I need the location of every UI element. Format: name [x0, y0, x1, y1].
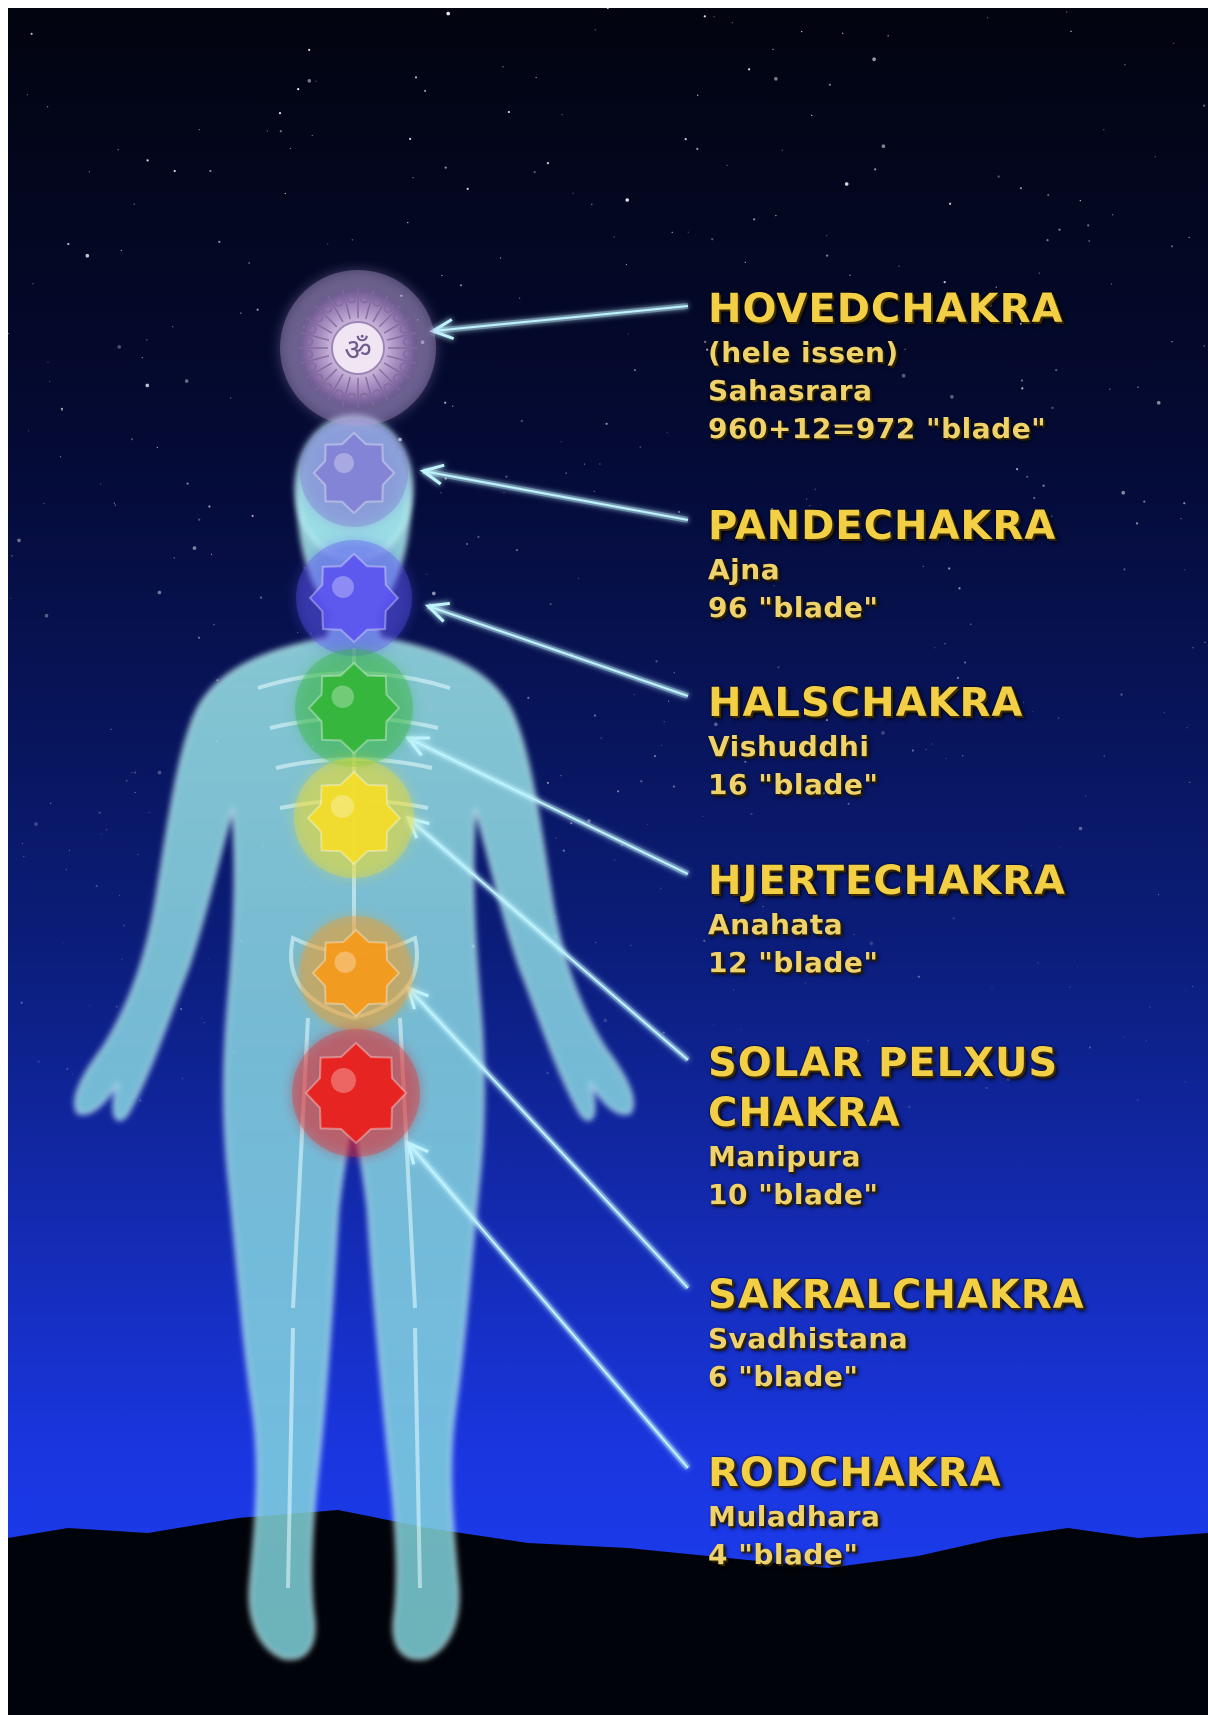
label-root-chakra: RODCHAKRA Muladhara 4 "blade"	[708, 1448, 1002, 1574]
sacral-chakra-gem	[299, 916, 413, 1030]
throat-chakra-gem	[296, 540, 412, 656]
throat-chakra-petals: 16 "blade"	[708, 766, 1023, 804]
label-crown-chakra: HOVEDCHAKRA (hele issen) Sahasrara 960+1…	[708, 284, 1063, 448]
root-chakra-gem	[292, 1029, 420, 1157]
label-sacral-chakra: SAKRALCHAKRA Svadhistana 6 "blade"	[708, 1270, 1085, 1396]
root-chakra-petals: 4 "blade"	[708, 1536, 1002, 1574]
om-icon: ॐ	[344, 333, 371, 368]
crown-chakra-petals: 960+12=972 "blade"	[708, 410, 1063, 448]
brow-chakra-title: PANDECHAKRA	[708, 501, 1056, 551]
heart-chakra-title: HJERTECHAKRA	[708, 856, 1066, 906]
heart-chakra-gem	[295, 649, 413, 767]
brow-chakra-gem	[300, 419, 408, 527]
throat-chakra-sanskrit: Vishuddhi	[708, 728, 1023, 766]
solar-plexus-chakra-title-line-1: SOLAR PELXUS	[708, 1038, 1058, 1088]
solar-plexus-chakra-sanskrit: Manipura	[708, 1138, 1058, 1176]
root-chakra-title: RODCHAKRA	[708, 1448, 1002, 1498]
solar-plexus-chakra-title-line-2: CHAKRA	[708, 1088, 1058, 1138]
heart-chakra-petals: 12 "blade"	[708, 944, 1066, 982]
chakra-poster: ॐ HOVEDCHAKRA (hele issen) Sahasrara 960…	[8, 8, 1208, 1715]
sacral-chakra-petals: 6 "blade"	[708, 1358, 1085, 1396]
solar-plexus-chakra-gem	[294, 758, 414, 878]
label-brow-chakra: PANDECHAKRA Ajna 96 "blade"	[708, 501, 1056, 627]
brow-chakra-sanskrit: Ajna	[708, 551, 1056, 589]
label-heart-chakra: HJERTECHAKRA Anahata 12 "blade"	[708, 856, 1066, 982]
sacral-chakra-sanskrit: Svadhistana	[708, 1320, 1085, 1358]
crown-chakra-title: HOVEDCHAKRA	[708, 284, 1063, 334]
throat-chakra-title: HALSCHAKRA	[708, 678, 1023, 728]
label-solar-plexus-chakra: SOLAR PELXUS CHAKRA Manipura 10 "blade"	[708, 1038, 1058, 1214]
sacral-chakra-title: SAKRALCHAKRA	[708, 1270, 1085, 1320]
crown-chakra-location: (hele issen)	[708, 334, 1063, 372]
heart-chakra-sanskrit: Anahata	[708, 906, 1066, 944]
crown-chakra-sanskrit: Sahasrara	[708, 372, 1063, 410]
label-throat-chakra: HALSCHAKRA Vishuddhi 16 "blade"	[708, 678, 1023, 804]
brow-chakra-petals: 96 "blade"	[708, 589, 1056, 627]
crown-lotus: ॐ	[280, 270, 436, 426]
solar-plexus-chakra-petals: 10 "blade"	[708, 1176, 1058, 1214]
root-chakra-sanskrit: Muladhara	[708, 1498, 1002, 1536]
